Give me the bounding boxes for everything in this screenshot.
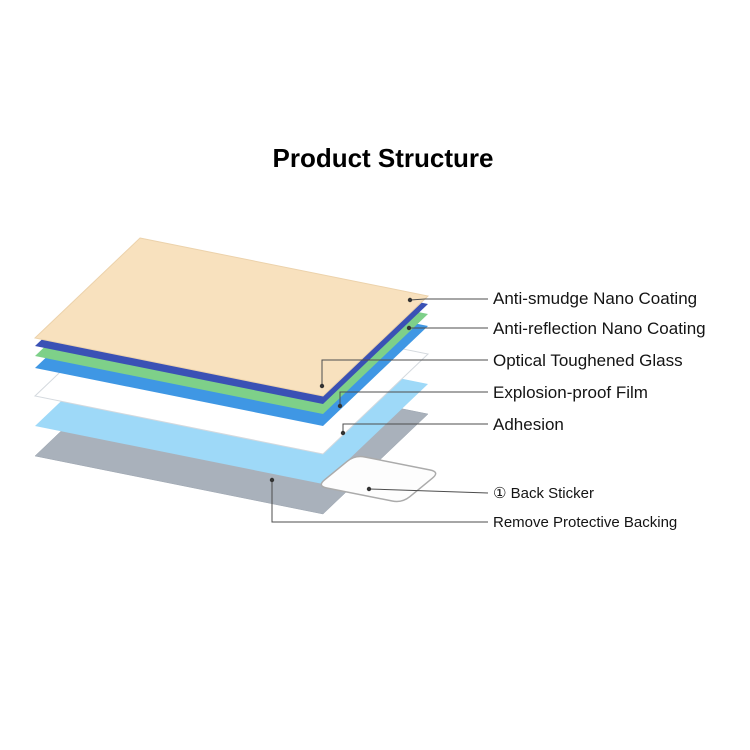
label-remove-protective-backing: Remove Protective Backing — [493, 514, 677, 531]
leader-lines — [269, 297, 489, 523]
leader-line-adhesion — [342, 423, 488, 431]
label-adhesion: Adhesion — [493, 415, 564, 434]
leader-dot-optical-glass — [319, 383, 325, 389]
layer-optical-toughened-glass — [33, 237, 430, 397]
figure-title: Product Structure — [272, 143, 493, 173]
layer-labels: Anti-smudge Nano Coating Anti-reflection… — [493, 289, 706, 531]
label-explosion-proof-film: Explosion-proof Film — [493, 383, 648, 402]
leader-dot-adhesion — [340, 430, 346, 436]
leader-dot-explosion-proof-film — [337, 403, 343, 409]
leader-dot-anti-smudge — [407, 297, 413, 303]
leader-dot-anti-reflection — [406, 325, 412, 331]
leader-dot-back-sticker — [366, 486, 372, 492]
leader-line-optical-glass — [321, 359, 488, 384]
label-anti-reflection-nano-coating: Anti-reflection Nano Coating — [493, 319, 706, 338]
leader-line-explosion-proof-film — [339, 391, 488, 404]
layer-stack — [33, 237, 437, 515]
label-optical-toughened-glass: Optical Toughened Glass — [493, 351, 683, 370]
leader-line-remove-backing — [271, 482, 488, 523]
label-back-sticker: ① Back Sticker — [493, 485, 594, 502]
label-anti-smudge-nano-coating: Anti-smudge Nano Coating — [493, 289, 697, 308]
leader-line-anti-smudge — [409, 298, 488, 301]
leader-dot-remove-backing — [269, 477, 275, 483]
leader-line-back-sticker — [368, 488, 489, 494]
